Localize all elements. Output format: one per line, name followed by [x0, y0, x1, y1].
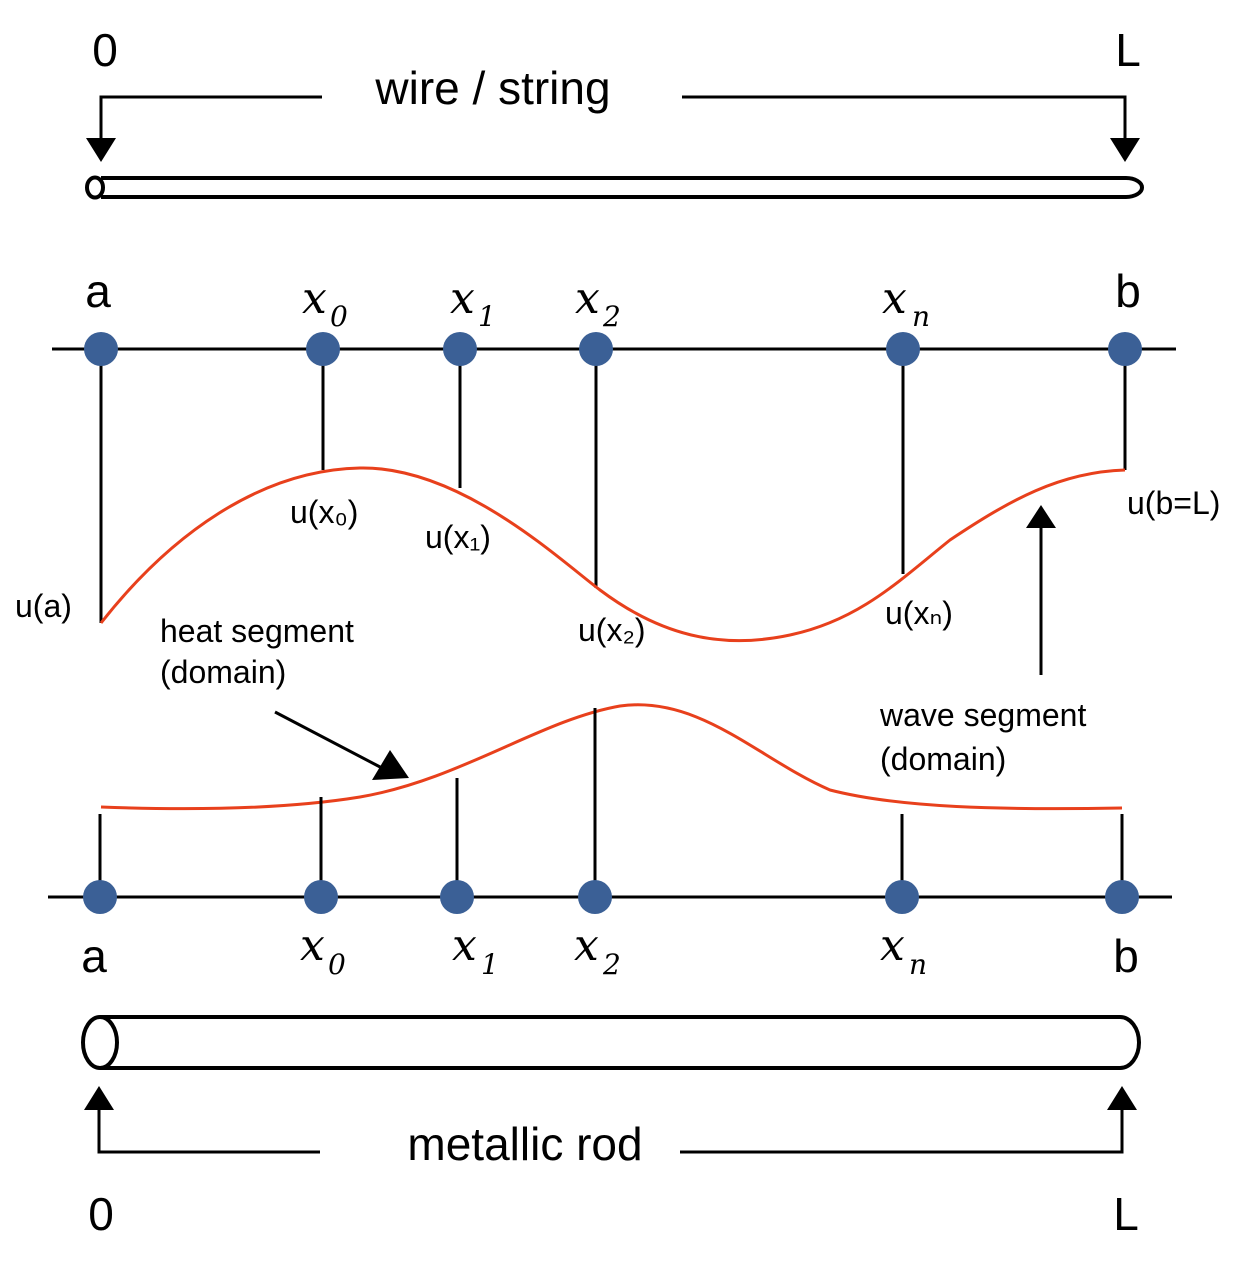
- top-label-xn: x n: [882, 273, 930, 333]
- wave-segment-domain: (domain): [880, 741, 1006, 777]
- wire-left-label: 0: [92, 24, 118, 76]
- label-u-a: u(a): [15, 588, 72, 624]
- wire-right-label: L: [1115, 24, 1141, 76]
- svg-text:1: 1: [478, 300, 496, 333]
- label-u-x1: u(x₁): [425, 519, 491, 555]
- svg-text:1: 1: [481, 948, 499, 981]
- bottom-node-b: [1105, 880, 1139, 914]
- svg-text:x: x: [880, 920, 905, 971]
- rod-right-label: L: [1113, 1188, 1139, 1240]
- heat-segment-label: heat segment: [160, 613, 354, 649]
- svg-text:x: x: [300, 920, 325, 971]
- label-u-x2: u(x₂): [578, 612, 646, 648]
- svg-text:x: x: [452, 920, 477, 971]
- bottom-nodes: [83, 880, 1139, 914]
- top-label-b: b: [1115, 265, 1141, 317]
- rod-left-label: 0: [88, 1188, 114, 1240]
- svg-text:x: x: [302, 273, 327, 324]
- label-u-x0: u(x₀): [290, 494, 358, 530]
- svg-text:2: 2: [602, 300, 621, 333]
- svg-text:x: x: [450, 273, 475, 324]
- bottom-verticals: [98, 708, 1124, 897]
- top-label-a: a: [85, 265, 111, 317]
- svg-text:2: 2: [602, 948, 621, 981]
- top-label-x0: x 0: [302, 273, 348, 333]
- bottom-label-a: a: [81, 930, 107, 982]
- rod-title: metallic rod: [407, 1118, 642, 1170]
- top-node-x0: [306, 332, 340, 366]
- top-nodes: [84, 332, 1142, 366]
- bottom-label-b: b: [1113, 930, 1139, 982]
- svg-text:0: 0: [330, 300, 348, 333]
- wave-segment-label: wave segment: [879, 697, 1086, 733]
- bottom-label-x2: x 2: [574, 920, 621, 981]
- top-node-b: [1108, 332, 1142, 366]
- svg-text:n: n: [912, 300, 930, 333]
- bottom-node-a: [83, 880, 117, 914]
- heat-segment-domain: (domain): [160, 654, 286, 690]
- top-label-x1: x 1: [450, 273, 496, 333]
- wave-arrowhead: [1026, 505, 1056, 528]
- heat-arrow: [274, 710, 383, 770]
- top-node-a: [84, 332, 118, 366]
- rod-body: [81, 1015, 1141, 1070]
- top-verticals: [99, 349, 1127, 623]
- rod-right-arrowhead: [1107, 1086, 1137, 1110]
- bottom-node-xn: [885, 880, 919, 914]
- bottom-node-x0: [304, 880, 338, 914]
- bottom-label-x0: x 0: [300, 920, 346, 981]
- bottom-label-x1: x 1: [452, 920, 499, 981]
- top-node-x2: [579, 332, 613, 366]
- wire-bracket: [99, 95, 1127, 140]
- label-u-xn: u(xₙ): [885, 595, 953, 631]
- wire-right-arrowhead: [1110, 138, 1140, 162]
- wave-curve: [99, 466, 1126, 643]
- rod-bracket: [97, 1108, 1124, 1154]
- top-label-x2: x 2: [575, 273, 621, 333]
- heat-arrowhead: [372, 750, 409, 780]
- rod-left-arrowhead: [84, 1086, 114, 1110]
- bottom-node-x2: [578, 880, 612, 914]
- svg-text:x: x: [575, 273, 600, 324]
- svg-text:n: n: [909, 948, 927, 981]
- wire-left-arrowhead: [86, 138, 116, 162]
- top-node-xn: [886, 332, 920, 366]
- svg-text:x: x: [882, 273, 907, 324]
- heat-curve: [100, 703, 1123, 811]
- svg-text:0: 0: [328, 948, 346, 981]
- bottom-node-x1: [440, 880, 474, 914]
- wire-title: wire / string: [374, 62, 610, 114]
- wire-body: [85, 175, 1144, 200]
- bottom-label-xn: x n: [880, 920, 927, 981]
- top-node-x1: [443, 332, 477, 366]
- label-u-b: u(b=L): [1127, 485, 1220, 521]
- svg-text:x: x: [574, 920, 599, 971]
